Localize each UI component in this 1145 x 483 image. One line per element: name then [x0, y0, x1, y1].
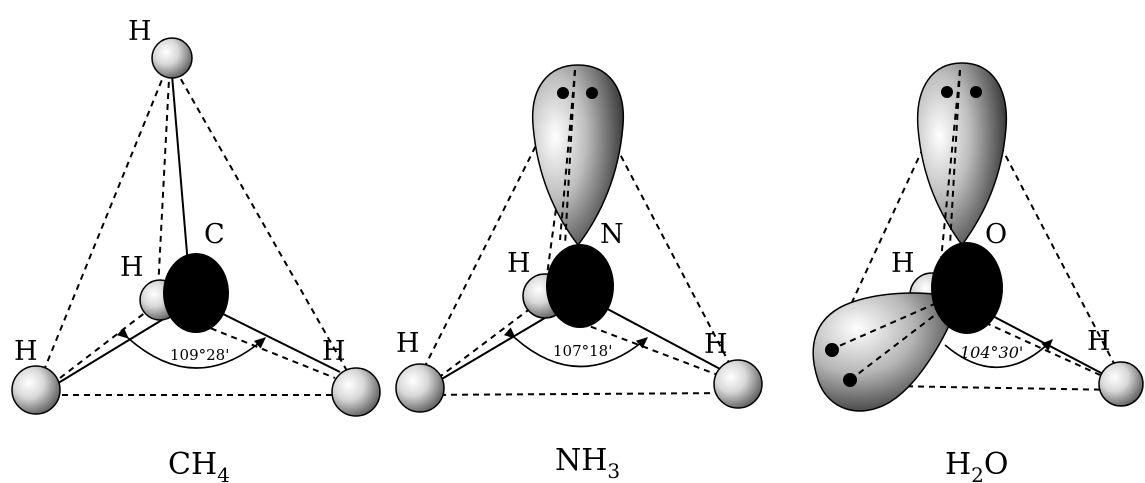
nh3-hydrogen-left	[395, 363, 445, 413]
h2o-lone-pair-orbital-top	[916, 62, 1008, 247]
nh3-hydrogen-right	[713, 359, 763, 409]
h2o-lone-pair-electron	[825, 343, 839, 357]
nh3-formula: NH3	[555, 443, 620, 483]
ch4-formula: CH4	[168, 447, 230, 483]
nh3-hydrogen-label: H	[704, 329, 728, 360]
ch4-hydrogen-label: H	[14, 336, 38, 367]
h2o-edge	[949, 69, 961, 246]
nh3-bond-angle: 107°18'	[553, 342, 612, 360]
ch4-edge	[169, 59, 356, 386]
ch4-carbon-atom	[163, 253, 229, 333]
nh3-bond	[599, 304, 723, 371]
h2o-formula: H2O	[945, 447, 1009, 483]
nh3-bond	[434, 311, 556, 384]
h2o-angle-arc	[944, 339, 1053, 369]
ch4-edge	[157, 59, 171, 291]
nh3-central-atom-label: N	[600, 219, 624, 250]
ch4-molecule: H H H H C 109°28' CH4	[11, 16, 381, 483]
nh3-lone-pair-electron	[586, 87, 598, 99]
ch4-bond	[171, 74, 189, 266]
ch4-edge	[39, 59, 171, 381]
h2o-hydrogen-right	[1098, 361, 1144, 407]
ch4-hydrogen-right	[331, 367, 381, 417]
ch4-central-atom-label: C	[204, 219, 225, 250]
nh3-edge	[437, 304, 536, 379]
h2o-edge	[939, 69, 961, 271]
h2o-molecule: H H O 104°30' H2O	[812, 62, 1144, 483]
nh3-lone-pair-orbital	[531, 64, 625, 247]
nh3-nitrogen-atom	[546, 244, 614, 328]
ch4-hydrogen-left	[11, 365, 61, 415]
ch4-bond	[54, 311, 176, 386]
ch4-hydrogen-top	[151, 37, 193, 79]
nh3-hydrogen-label: H	[507, 248, 531, 279]
h2o-central-atom-label: O	[985, 219, 1007, 250]
ch4-hydrogen-label: H	[120, 252, 144, 283]
ch4-bond	[214, 309, 341, 373]
nh3-edge	[564, 69, 576, 246]
nh3-edge	[417, 392, 738, 396]
h2o-lone-pair-electron	[970, 86, 982, 98]
nh3-lone-pair-electron	[557, 87, 569, 99]
ch4-edge	[59, 304, 156, 379]
h2o-hydrogen-label: H	[1087, 326, 1111, 357]
nh3-molecule: H H H N 107°18' NH3	[395, 64, 763, 483]
ch4-angle-arc	[116, 327, 266, 369]
h2o-lone-pair-electron	[843, 373, 857, 387]
h2o-hydrogen-label: H	[891, 248, 915, 279]
h2o-bond-angle: 104°30'	[960, 343, 1023, 362]
h2o-oxygen-atom	[931, 242, 1003, 334]
nh3-angle-arc	[503, 327, 648, 368]
h2o-lone-pair-electron	[941, 86, 953, 98]
nh3-hydrogen-label: H	[396, 328, 420, 359]
ch4-bond-angle: 109°28'	[170, 346, 229, 364]
ch4-hydrogen-label: H	[322, 336, 346, 367]
ch4-hydrogen-label: H	[128, 16, 152, 47]
h2o-edge	[974, 317, 1101, 376]
